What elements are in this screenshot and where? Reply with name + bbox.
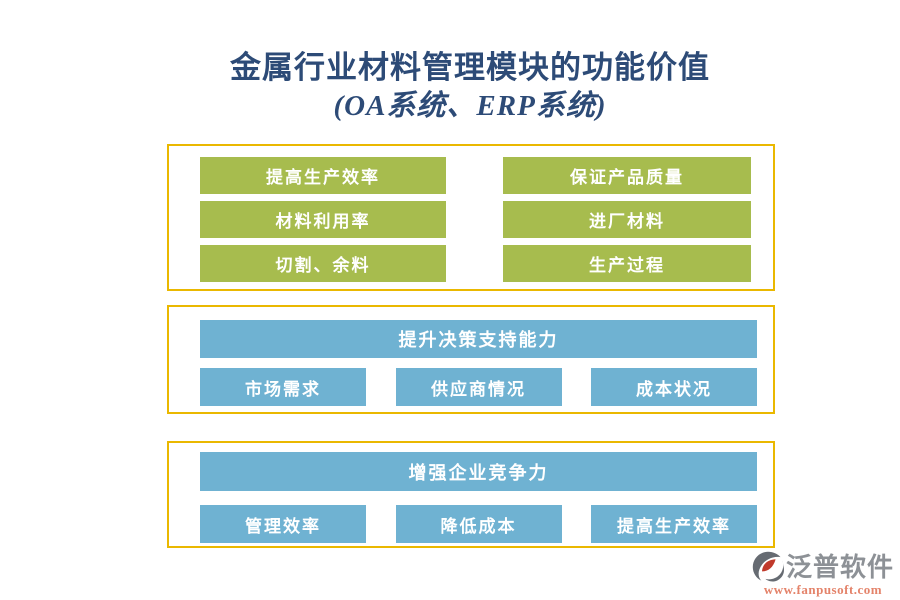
competitive-box-cost: 降低成本 — [395, 505, 562, 543]
decision-box-market: 市场需求 — [200, 368, 366, 406]
panel-decision: 提升决策支持能力 市场需求 供应商情况 成本状况 — [167, 305, 775, 414]
benefits-grid: 提高生产效率 保证产品质量 材料利用率 进厂材料 切割、余料 生产过程 — [169, 146, 773, 282]
logo-website-url: www.fanpusoft.com — [763, 581, 883, 597]
title-line-2: (OA系统、ERP系统) — [333, 89, 607, 122]
benefit-box-cutting: 切割、余料 — [200, 245, 446, 282]
logo-brand-text: 泛普软件 — [786, 551, 895, 582]
benefit-box-utilization: 材料利用率 — [200, 201, 446, 238]
fanpu-logo-icon — [752, 551, 784, 583]
panel-benefits: 提高生产效率 保证产品质量 材料利用率 进厂材料 切割、余料 生产过程 — [167, 144, 775, 291]
decision-header: 提升决策支持能力 — [200, 320, 757, 358]
panel-competitive: 增强企业竞争力 管理效率 降低成本 提高生产效率 — [167, 441, 775, 548]
benefit-box-efficiency: 提高生产效率 — [200, 157, 446, 194]
title-line-1: 金属行业材料管理模块的功能价值 — [230, 50, 710, 85]
competitive-row: 管理效率 降低成本 提高生产效率 — [200, 505, 757, 543]
competitive-box-efficiency: 提高生产效率 — [591, 505, 757, 543]
page-title: 金属行业材料管理模块的功能价值 (OA系统、ERP系统) — [110, 50, 830, 123]
competitive-box-management: 管理效率 — [200, 505, 366, 543]
decision-row: 市场需求 供应商情况 成本状况 — [200, 368, 757, 406]
fanpu-logo: 泛普软件 www.fanpusoft.com — [752, 551, 894, 597]
decision-box-cost: 成本状况 — [591, 368, 757, 406]
benefit-box-process: 生产过程 — [503, 245, 751, 282]
benefit-box-incoming: 进厂材料 — [503, 201, 751, 238]
competitive-header: 增强企业竞争力 — [200, 452, 757, 491]
decision-box-supplier: 供应商情况 — [395, 368, 562, 406]
benefit-box-quality: 保证产品质量 — [503, 157, 751, 194]
